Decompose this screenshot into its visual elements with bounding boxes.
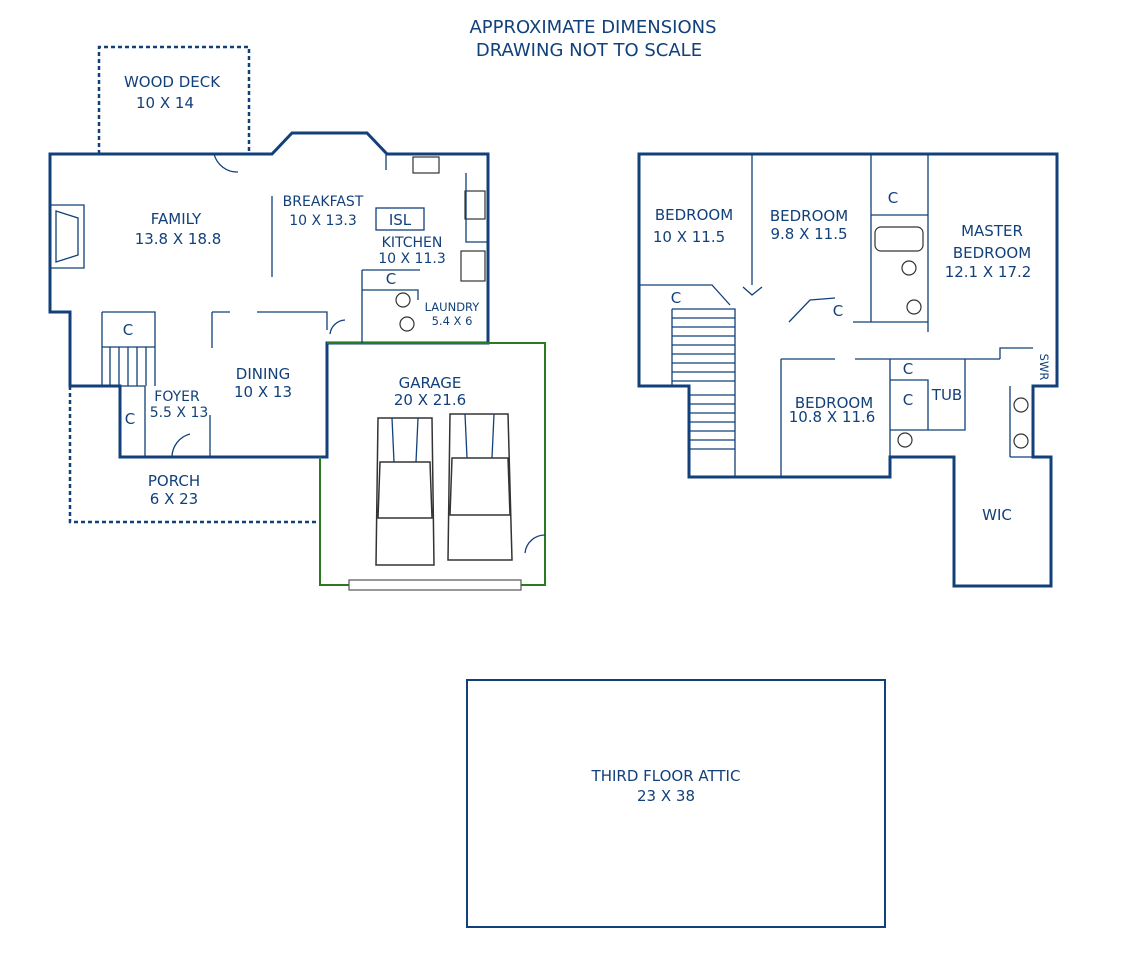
foyer-closet-wall — [120, 385, 146, 457]
kitchen-counter — [465, 173, 488, 243]
bed3-closet-label-1: C — [903, 360, 913, 378]
laundry-label: LAUNDRY — [425, 300, 481, 314]
attic-dims: 23 X 38 — [637, 787, 695, 805]
kitchen-dims: 10 X 11.3 — [378, 251, 445, 267]
island-label: ISL — [389, 211, 412, 229]
bedroom1-label: BEDROOM — [655, 206, 733, 224]
porch-outline — [68, 386, 320, 524]
family-label: FAMILY — [151, 210, 202, 228]
laundry-closet-label: C — [386, 270, 396, 288]
wood-deck-label: WOOD DECK — [124, 73, 221, 91]
fireplace — [50, 204, 85, 269]
master-label-2: BEDROOM — [953, 244, 1031, 262]
bedroom2-label: BEDROOM — [770, 207, 848, 225]
range — [464, 190, 486, 220]
bed1-closet-wall — [639, 284, 731, 306]
first-floor: WOOD DECK 10 X 14 FAMILY 13.8 X 18.8 BRE… — [48, 45, 546, 591]
bed3-bath-walls — [889, 359, 966, 457]
tub-label: TUB — [931, 386, 962, 404]
bedroom2-dims: 9.8 X 11.5 — [770, 225, 847, 243]
bedroom3-dims: 10.8 X 11.6 — [789, 408, 876, 426]
bed3-toilet — [897, 432, 913, 448]
car-right — [447, 413, 513, 561]
master-bath-wall — [999, 347, 1033, 359]
master-dims: 12.1 X 17.2 — [945, 263, 1032, 281]
foyer-closet-label: C — [125, 410, 135, 428]
shower-label: SWR — [1037, 354, 1051, 381]
wood-deck-outline — [97, 45, 251, 154]
bed2-closet-wall — [788, 297, 928, 323]
second-floor: BEDROOM 10 X 11.5 BEDROOM 9.8 X 11.5 C M… — [637, 152, 1059, 588]
garage-label: GARAGE — [399, 374, 462, 392]
foyer-label: FOYER — [154, 389, 200, 405]
bed3-top-wall — [780, 358, 1000, 477]
header-line-1: APPROXIMATE DIMENSIONS — [469, 17, 716, 38]
island-outline — [375, 207, 425, 231]
front-door-swing — [171, 433, 191, 458]
third-floor: THIRD FLOOR ATTIC 23 X 38 — [466, 679, 886, 928]
laundry-washer — [395, 292, 411, 308]
car-left — [375, 417, 435, 566]
attic-label: THIRD FLOOR ATTIC — [591, 767, 741, 785]
dining-label: DINING — [236, 365, 290, 383]
master-label-1: MASTER — [961, 222, 1023, 240]
porch-label: PORCH — [148, 472, 200, 490]
stairs-first — [102, 346, 155, 386]
breakfast-label: BREAKFAST — [283, 194, 364, 210]
stair-wall-2 — [672, 308, 736, 477]
bedroom3-label: BEDROOM — [795, 394, 873, 412]
wood-deck-dims: 10 X 14 — [136, 94, 194, 112]
garage-side-door-swing — [524, 534, 546, 554]
header-line-2: DRAWING NOT TO SCALE — [476, 40, 702, 61]
wic-label: WIC — [982, 506, 1012, 524]
dining-walls — [211, 311, 328, 348]
garage-dims: 20 X 21.6 — [394, 391, 466, 409]
garage-entry-door-swing — [329, 319, 346, 335]
master-sink-2 — [1013, 433, 1029, 449]
bed2-closet-label: C — [833, 302, 843, 320]
stair-closet-label: C — [123, 321, 133, 339]
stair-wall — [101, 311, 156, 386]
bed1-closet-label: C — [671, 289, 681, 307]
hall-notch — [742, 286, 763, 296]
porch-dims: 6 X 23 — [150, 490, 198, 508]
kitchen-label: KITCHEN — [382, 235, 443, 251]
laundry-walls — [361, 269, 420, 343]
attic-outline — [466, 679, 886, 928]
master-sink-1 — [1013, 397, 1029, 413]
vanity-wall — [1009, 386, 1033, 458]
breakfast-dims: 10 X 13.3 — [289, 213, 356, 229]
garage-door — [348, 579, 522, 591]
second-floor-exterior-wall — [637, 152, 1059, 588]
laundry-dims: 5.4 X 6 — [432, 314, 473, 328]
hall-sink — [906, 299, 922, 315]
bedroom1-dims: 10 X 11.5 — [653, 228, 725, 246]
hall-bathtub — [874, 226, 924, 252]
kitchen-sink — [412, 156, 440, 174]
bed3-closet-label-2: C — [903, 391, 913, 409]
garage-outline — [319, 342, 546, 586]
bath-closet-label: C — [888, 189, 898, 207]
refrigerator — [460, 250, 486, 282]
hall-toilet — [901, 260, 917, 276]
dining-dims: 10 X 13 — [234, 383, 292, 401]
family-dims: 13.8 X 18.8 — [135, 230, 222, 248]
stairs-second — [671, 309, 735, 450]
laundry-dryer — [399, 316, 415, 332]
deck-door-swing — [213, 153, 239, 173]
foyer-dims: 5.5 X 13 — [150, 405, 209, 421]
